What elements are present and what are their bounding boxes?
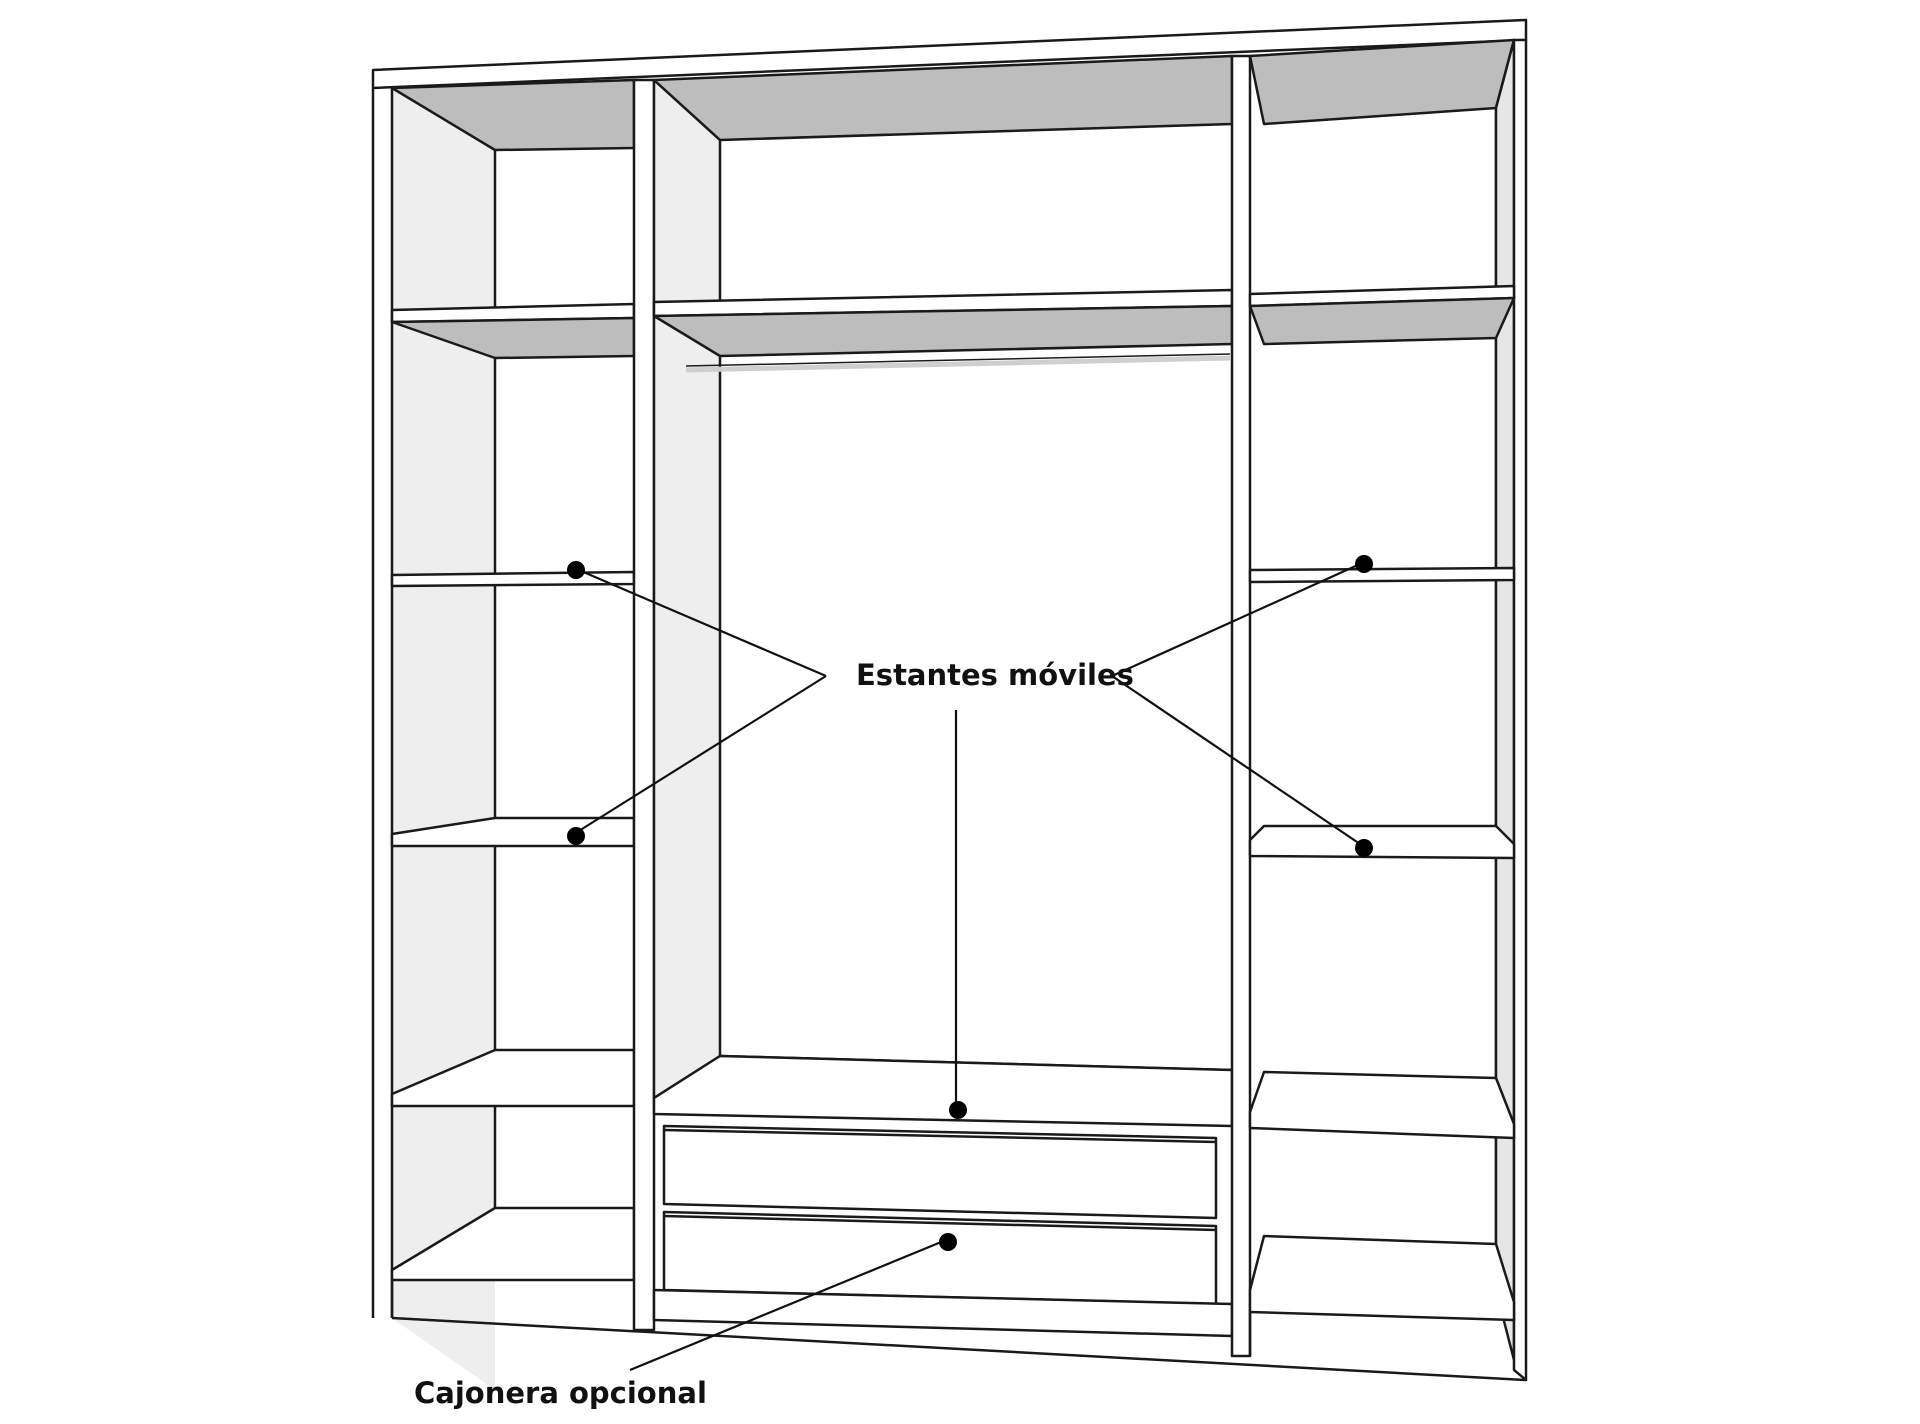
hanging-rail <box>685 355 1231 373</box>
callout-dot-right-lower <box>1355 839 1373 857</box>
center-shelf-top-under <box>652 304 1234 358</box>
callout-line-drawers <box>629 1238 947 1372</box>
callout-dot-drawers <box>939 1233 957 1251</box>
right-outer-frame <box>1512 38 1528 1382</box>
optional-drawers-label: Cajonera opcional <box>414 1376 707 1410</box>
callout-dot-left-upper <box>567 561 585 579</box>
drawer-2 <box>662 1210 1218 1306</box>
divider-center-right <box>1230 54 1252 1358</box>
right-shelf-4 <box>1248 1070 1516 1140</box>
center-bottom-shelf <box>652 1054 1234 1128</box>
left-col-side-panel <box>392 88 495 1390</box>
callout-line-left-upper <box>573 566 827 678</box>
right-shelf-3 <box>1248 824 1516 860</box>
right-col-ceiling <box>1248 38 1516 126</box>
callout-line-right-lower <box>1111 675 1361 845</box>
right-shelf-2 <box>1248 566 1516 584</box>
right-side-panel <box>1494 38 1516 1362</box>
callout-dot-right-upper <box>1355 555 1373 573</box>
callout-dot-center <box>949 1101 967 1119</box>
divider-left-center <box>632 78 656 1332</box>
movable-shelves-label: Estantes móviles <box>856 658 1134 692</box>
base-line <box>391 1316 1527 1382</box>
right-shelf-1-under <box>1248 296 1516 346</box>
right-bottom <box>1248 1234 1516 1322</box>
callout-line-left-lower <box>573 675 827 835</box>
callout-dot-left-lower <box>567 827 585 845</box>
center-side-panel <box>652 78 722 1100</box>
callout-line-right-upper <box>1111 562 1361 678</box>
drawer-1 <box>662 1124 1218 1220</box>
